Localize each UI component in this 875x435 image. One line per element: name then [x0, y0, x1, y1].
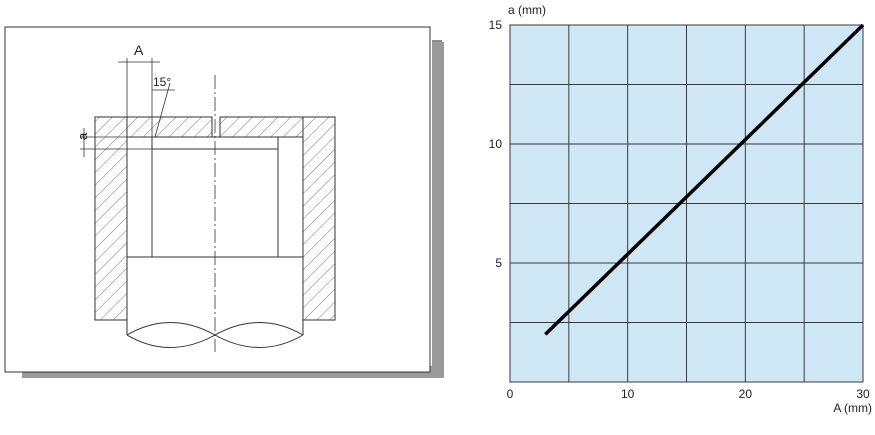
y-tick-label: 15: [489, 18, 503, 32]
cross-section-drawing: A 15° a: [4, 26, 444, 378]
y-axis-label: a (mm): [508, 3, 546, 17]
dimension-label-A: A: [134, 42, 144, 58]
panel-shadow-right: [432, 42, 444, 378]
angle-label: 15°: [153, 75, 171, 89]
x-axis-label: A (mm): [833, 401, 872, 415]
housing-left-wall: [94, 116, 128, 321]
dimension-label-a: a: [75, 132, 90, 140]
housing-right-wall: [302, 116, 336, 321]
clearance-left: [126, 136, 153, 258]
angle-leader: [154, 82, 171, 138]
tick-labels: 0 10 20 30 5 10 15: [489, 18, 870, 401]
x-tick-label: 10: [621, 387, 635, 401]
series-line: [544, 23, 865, 336]
x-tick-label: 20: [739, 387, 753, 401]
x-tick-label: 0: [507, 387, 514, 401]
housing-top-right: [219, 116, 304, 138]
clearance-right: [277, 136, 304, 258]
y-tick-label: 10: [489, 137, 503, 151]
housing-top-left: [126, 116, 213, 138]
x-tick-label: 30: [856, 387, 870, 401]
y-tick-label: 5: [495, 256, 502, 270]
series-layer: [544, 23, 865, 336]
chart-panel: 0 10 20 30 5 10 15 a (mm) A (mm): [470, 0, 875, 430]
a-vs-A-chart: 0 10 20 30 5 10 15 a (mm) A (mm): [489, 3, 872, 415]
cross-section-drawing-panel: A 15° a: [0, 0, 460, 400]
